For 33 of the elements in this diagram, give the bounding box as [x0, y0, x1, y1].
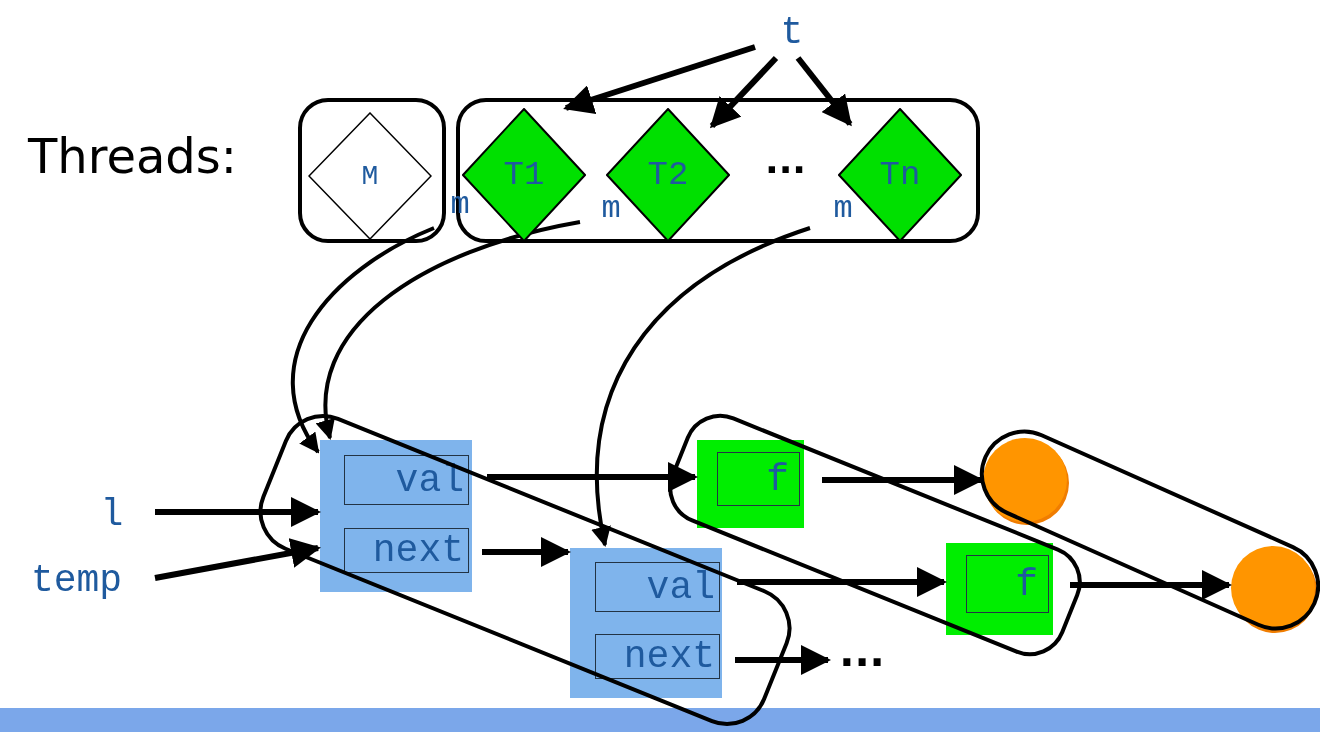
- arrow: [317, 220, 581, 440]
- arrow: [735, 645, 831, 675]
- arrow: [290, 226, 435, 454]
- arrow: [563, 44, 756, 114]
- field-panel: [320, 440, 472, 592]
- arrow: [487, 462, 698, 492]
- rounded-group-box: [298, 98, 446, 243]
- arrow: [1070, 570, 1232, 600]
- value-box: f: [697, 440, 804, 528]
- arrow: [592, 226, 811, 547]
- arrow: [795, 56, 853, 127]
- diamond-node: M: [308, 112, 432, 240]
- arrow: [155, 497, 321, 527]
- field-label: m: [594, 188, 628, 228]
- ellipsis-label: ...: [832, 628, 892, 676]
- arrow: [822, 465, 984, 495]
- object-circle: [1231, 546, 1315, 630]
- arrow: [737, 567, 947, 597]
- variable-label: l: [92, 490, 132, 538]
- field-box: next: [595, 634, 720, 679]
- field-box: val: [595, 562, 720, 612]
- value-box: f: [946, 543, 1053, 635]
- heading-label: Threads:: [28, 128, 237, 184]
- field-label: m: [826, 188, 860, 228]
- arrow: [709, 55, 779, 129]
- ellipsis-label: ...: [765, 140, 807, 181]
- variable-label: t: [772, 10, 812, 54]
- arrow: [154, 538, 321, 581]
- variable-label: temp: [14, 556, 139, 604]
- object-circle: [983, 438, 1067, 522]
- arrow: [482, 537, 571, 567]
- field-panel: [570, 548, 722, 698]
- field-box: next: [344, 528, 469, 573]
